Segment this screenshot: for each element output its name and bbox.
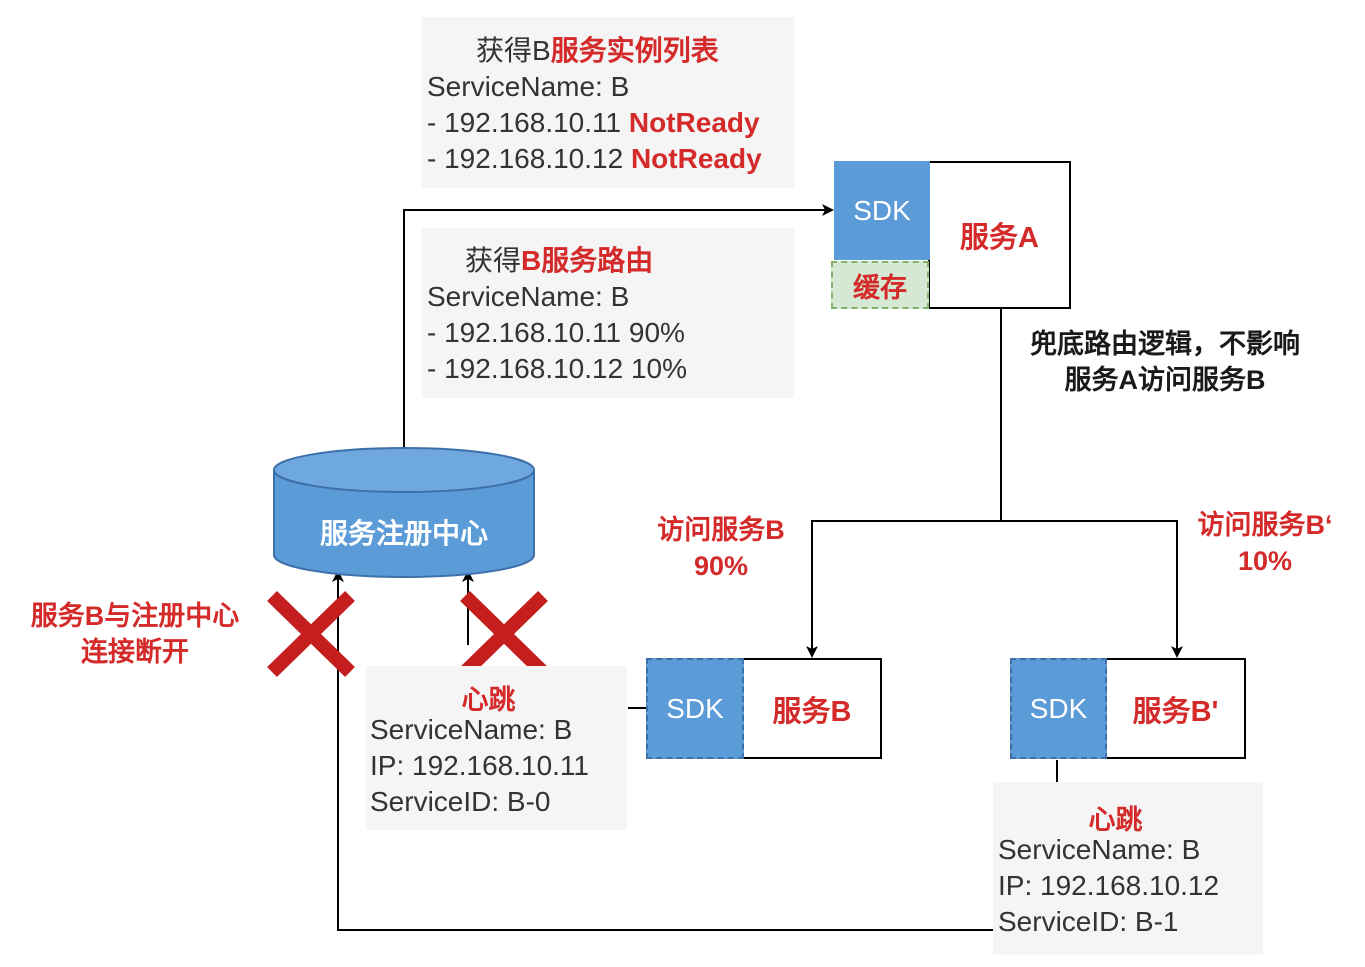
service-b-sdk-label: SDK — [666, 692, 724, 724]
route-b-line1: 访问服务B — [657, 515, 785, 545]
heartbeat-b-service-name: ServiceName: B — [370, 714, 573, 745]
route-note-service-name: ServiceName: B — [427, 281, 630, 312]
route-note-entry: - 192.168.10.12 10% — [427, 353, 687, 384]
instance-list-entry: - 192.168.10.12 NotReady — [427, 143, 762, 174]
service-a-box[interactable]: 服务A — [928, 161, 1071, 309]
service-a-label: 服务A — [960, 222, 1039, 254]
route-note-title: 获得B服务路由 — [465, 245, 654, 276]
heartbeat-b-prime-service-name: ServiceName: B — [998, 834, 1201, 865]
instance-list-title: 获得B服务实例列表 — [476, 35, 719, 66]
heartbeat-b-ip: IP: 192.168.10.11 — [370, 750, 589, 781]
service-b-prime-sdk[interactable]: SDK — [1010, 658, 1107, 759]
route-note-entry: - 192.168.10.11 90% — [427, 317, 685, 348]
instance-list-note: 获得B服务实例列表 ServiceName: B - 192.168.10.11… — [422, 17, 794, 188]
heartbeat-b-prime-title: 心跳 — [1088, 805, 1143, 835]
route-b-prime-line2: 10% — [1237, 546, 1293, 576]
fallback-route-label: 兜底路由逻辑，不影响 服务A访问服务B — [1005, 326, 1325, 398]
service-b-prime-sdk-label: SDK — [1029, 692, 1088, 724]
service-a-cache[interactable]: 缓存 — [831, 261, 929, 309]
instance-list-service-name: ServiceName: B — [427, 71, 630, 102]
route-b-line2: 90% — [693, 551, 749, 581]
service-a-cache-label: 缓存 — [853, 272, 907, 303]
route-to-service-b-arrow — [806, 520, 1001, 658]
service-b-prime-box[interactable]: 服务B' — [1105, 658, 1246, 759]
heartbeat-b-service-id: ServiceID: B-0 — [370, 786, 551, 817]
disconnect-label: 服务B与注册中心 连接断开 — [10, 598, 260, 670]
disconnect-cross-icon-right — [460, 590, 548, 678]
instance-list-entry: - 192.168.10.11 NotReady — [427, 107, 760, 138]
heartbeat-b-prime-ip: IP: 192.168.10.12 — [998, 870, 1220, 901]
fallback-route-line1: 兜底路由逻辑，不影响 — [1030, 329, 1300, 359]
heartbeat-b-title: 心跳 — [461, 685, 516, 715]
registry-cylinder-icon — [273, 447, 535, 578]
heartbeat-b-note: 心跳 ServiceName: B IP: 192.168.10.11 Serv… — [366, 666, 627, 830]
disconnect-cross-icon-left — [267, 590, 355, 678]
service-b-label: 服务B — [772, 695, 852, 728]
route-b-prime-line1: 访问服务B‘ — [1197, 510, 1333, 540]
route-to-service-b-prime-arrow — [1001, 520, 1183, 658]
heartbeat-b-prime-service-id: ServiceID: B-1 — [998, 906, 1179, 937]
heartbeat-b-prime-to-registry-arrow — [332, 570, 996, 931]
fallback-route-line2: 服务A访问服务B — [1064, 365, 1266, 395]
disconnect-line1: 服务B与注册中心 — [30, 601, 240, 631]
route-b-label: 访问服务B 90% — [636, 512, 806, 584]
registry-label[interactable]: 服务注册中心 — [319, 518, 488, 549]
service-a-sdk[interactable]: SDK — [834, 161, 930, 260]
route-b-prime-label: 访问服务B‘ 10% — [1180, 507, 1350, 579]
disconnect-line2: 连接断开 — [81, 637, 189, 667]
service-b-sdk[interactable]: SDK — [646, 658, 744, 759]
route-note: 获得B服务路由 ServiceName: B - 192.168.10.11 9… — [422, 228, 794, 398]
service-a-sdk-label: SDK — [853, 194, 911, 226]
registry-to-service-a-arrow — [403, 204, 834, 450]
service-b-prime-label: 服务B' — [1132, 695, 1219, 728]
service-b-box[interactable]: 服务B — [742, 658, 882, 759]
heartbeat-b-prime-note: 心跳 ServiceName: B IP: 192.168.10.12 Serv… — [993, 782, 1263, 955]
